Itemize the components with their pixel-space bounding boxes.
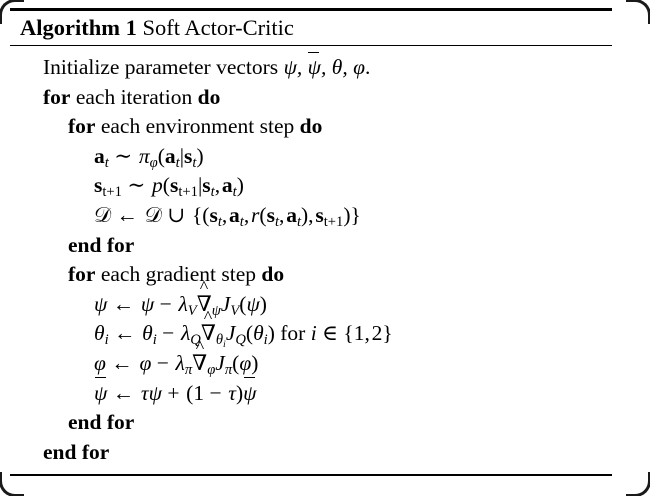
equation-target-update: ψ ← τψ + (1 − τ)ψ	[94, 377, 256, 405]
algorithm-top-rule	[10, 8, 612, 11]
keyword-for: for	[68, 262, 96, 287]
keyword-end-for: end for	[68, 410, 135, 435]
for-environment-step-text: each environment step	[100, 114, 295, 139]
for-iteration-text: each iteration	[75, 84, 193, 109]
line-equation-value-update: ψ ← ψ − λV∇ψJV(ψ)	[10, 290, 612, 320]
algorithm-name: Soft Actor-Critic	[142, 15, 294, 40]
for-gradient-step-text: each gradient step	[100, 262, 257, 287]
line-end-for-gradient-step: end for	[10, 408, 612, 438]
keyword-do: do	[197, 84, 221, 109]
algorithm-label: Algorithm 1	[20, 15, 137, 40]
algorithm-header-rule	[10, 45, 612, 46]
line-for-environment-step: for each environment step do	[10, 112, 612, 142]
page-corner-bottom-right	[626, 472, 650, 496]
equation-buffer-update: 𝒟 ← 𝒟 ∪ {(st, at, r(st, at), st+1)}	[94, 202, 361, 231]
line-equation-q-update: θi ← θi − λQ∇θiJQ(θi) for i ∈ {1, 2}	[10, 319, 612, 349]
line-equation-policy-update: φ ← φ − λπ∇φJπ(φ)	[10, 349, 612, 379]
equation-action-sample: at ∼ πφ(at|st)	[94, 143, 204, 171]
equation-policy-update: φ ← φ − λπ∇φJπ(φ)	[94, 351, 258, 377]
keyword-do: do	[261, 262, 285, 287]
q-update-index-set: i ∈ {1, 2}	[310, 321, 393, 346]
line-equation-state-transition: st+1 ∼ p(st+1|st, at)	[10, 171, 612, 201]
keyword-for: for	[68, 114, 96, 139]
page-corner-top-right	[626, 0, 650, 24]
keyword-end-for: end for	[68, 232, 135, 257]
keyword-for: for	[43, 84, 71, 109]
equation-value-update: ψ ← ψ − λV∇ψJV(ψ)	[94, 292, 267, 318]
line-for-gradient-step: for each gradient step do	[10, 260, 612, 290]
line-for-iteration: for each iteration do	[10, 83, 612, 113]
initialize-text: Initialize parameter vectors	[43, 55, 279, 79]
line-equation-target-update: ψ ← τψ + (1 − τ)ψ	[10, 377, 612, 409]
equation-q-update: θi ← θi − λQ∇θiJQ(θi)	[94, 321, 280, 349]
keyword-do: do	[299, 114, 323, 139]
line-end-for-iteration: end for	[10, 438, 612, 468]
algorithm-title: Algorithm 1 Soft Actor-Critic	[10, 11, 612, 44]
line-initialize: Initialize parameter vectors ψ, ψ, θ, φ.	[10, 51, 612, 83]
algorithm-body: Initialize parameter vectors ψ, ψ, θ, φ.…	[10, 46, 612, 474]
line-equation-action-sample: at ∼ πφ(at|st)	[10, 142, 612, 172]
equation-state-transition: st+1 ∼ p(st+1|st, at)	[94, 173, 244, 201]
initialize-symbols: ψ, ψ, θ, φ.	[284, 51, 370, 79]
line-equation-buffer-update: 𝒟 ← 𝒟 ∪ {(st, at, r(st, at), st+1)}	[10, 201, 612, 231]
algorithm-block: Algorithm 1 Soft Actor-Critic Initialize…	[10, 8, 612, 477]
q-update-for-text: for	[280, 321, 306, 346]
line-end-for-environment-step: end for	[10, 231, 612, 261]
algorithm-bottom-rule	[10, 474, 612, 477]
keyword-end-for: end for	[43, 439, 110, 464]
